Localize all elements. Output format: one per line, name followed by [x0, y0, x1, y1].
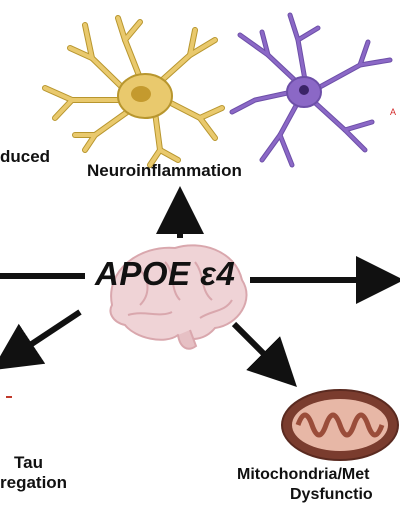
label-neuroinflammation: Neuroinflammation	[87, 161, 242, 180]
label-mito-line1: Mitochondria/Met	[237, 466, 370, 483]
mitochondrion-icon	[281, 389, 399, 461]
brain-icon	[109, 244, 248, 350]
arrow-down-right	[231, 321, 297, 387]
label-right-red: A	[390, 107, 397, 117]
label-induced: duced	[0, 147, 51, 166]
label-tau-line2: regation	[0, 473, 68, 492]
arrow-down-left	[0, 309, 82, 371]
arrows	[0, 186, 400, 387]
label-mito-line2: Dysfunctio	[290, 486, 373, 503]
astrocyte-icon	[42, 15, 225, 168]
apoe-e4-label: APOE ε4	[95, 255, 236, 292]
label-tau-line1: Tau	[14, 453, 43, 472]
microglia-icon	[229, 12, 393, 168]
